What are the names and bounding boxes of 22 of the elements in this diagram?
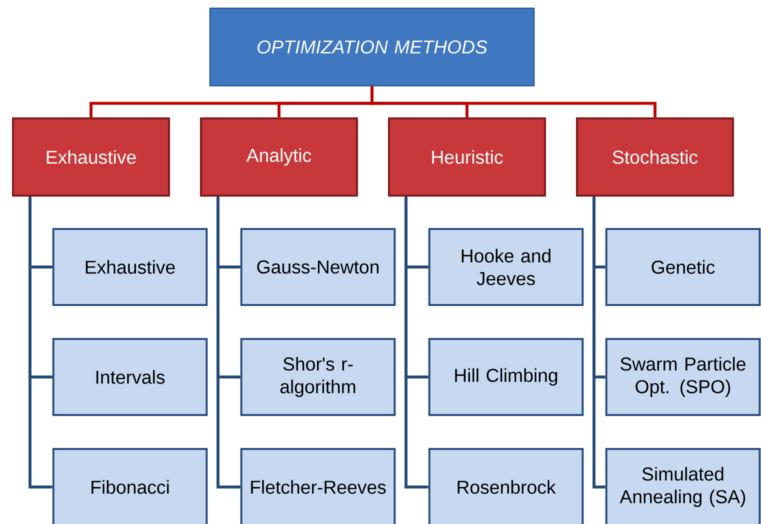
connector-line — [370, 86, 656, 118]
title-box: OPTIMIZATION METHODS — [209, 8, 535, 86]
method-box: Genetic — [605, 228, 761, 306]
category-box: Heuristic — [388, 117, 546, 197]
category-box: Analytic — [200, 117, 358, 197]
connector-line — [28, 196, 52, 488]
category-box: Exhaustive — [12, 117, 170, 197]
method-box: Hill Climbing — [428, 338, 584, 416]
method-box: Fletcher-Reeves — [240, 448, 396, 524]
method-box: Intervals — [52, 338, 208, 416]
method-box: Simulated Annealing (SA) — [605, 448, 761, 524]
method-box: Hooke and Jeeves — [428, 228, 584, 306]
method-box: Rosenbrock — [428, 448, 584, 524]
method-box: Exhaustive — [52, 228, 208, 306]
method-box: Shor's r-algorithm — [240, 338, 396, 416]
connector-line — [592, 196, 606, 488]
connector-line — [404, 196, 428, 488]
connector-line — [216, 196, 240, 488]
category-box: Stochastic — [576, 117, 734, 197]
method-box: Fibonacci — [52, 448, 208, 524]
method-box: Swarm Particle Opt. (SPO) — [605, 338, 761, 416]
method-box: Gauss-Newton — [240, 228, 396, 306]
